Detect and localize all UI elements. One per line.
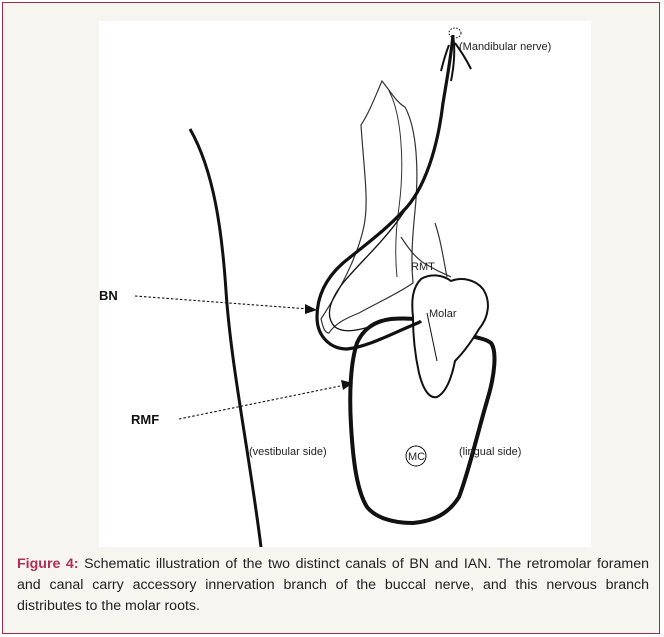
rmf-pointer-line (179, 385, 345, 419)
cheek-contour (190, 129, 261, 547)
diagram-panel: (Mandibular nerve) BN RMF RMT Molar MC (… (99, 21, 591, 547)
caption-label: Figure 4: (17, 556, 79, 572)
rmt-label: RMT (411, 261, 435, 273)
bn-pointer-arrowhead (305, 304, 317, 314)
bn-label: BN (99, 288, 118, 303)
bn-pointer-line (135, 296, 309, 309)
mc-label: MC (408, 451, 425, 463)
buccal-nerve-inner (329, 207, 407, 331)
mandibular-nerve-label: (Mandibular nerve) (459, 41, 551, 53)
mandibular-nerve-foramen (449, 28, 461, 38)
caption-text: Schematic illustration of the two distin… (17, 556, 649, 614)
schematic-diagram: (Mandibular nerve) BN RMF RMT Molar MC (… (99, 21, 591, 547)
lingual-side-label: (lingual side) (459, 446, 521, 458)
rmt-inner-bracket (435, 223, 447, 277)
ramus-inner-line (389, 91, 402, 277)
molar-label: Molar (429, 308, 457, 320)
rmf-label: RMF (131, 412, 159, 427)
figure-caption: Figure 4: Schematic illustration of the … (17, 554, 649, 617)
vestibular-side-label: (vestibular side) (249, 446, 327, 458)
